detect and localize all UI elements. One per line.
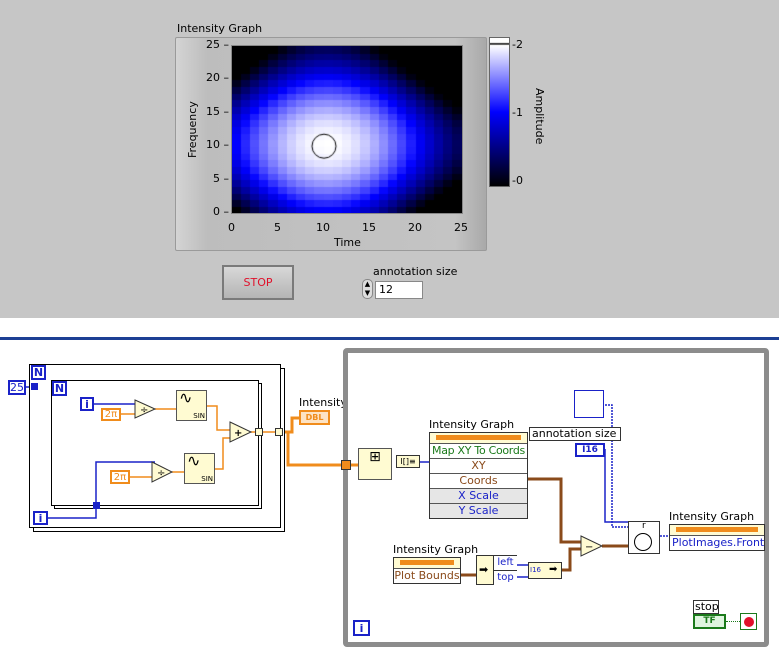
while-loop: [343, 348, 769, 647]
y-tick-label: 5 –: [213, 171, 229, 185]
sin-label: SIN: [193, 412, 205, 420]
while-iteration-terminal[interactable]: i: [353, 620, 370, 636]
arrow-icon: ➡: [479, 563, 489, 576]
intensity-indicator[interactable]: DBL: [299, 410, 330, 425]
to-i16-node[interactable]: I[]≡: [396, 455, 420, 468]
x-axis-label: Time: [334, 236, 361, 249]
loop-count-constant[interactable]: 25: [8, 380, 26, 395]
add-node: [229, 421, 253, 443]
iteration-terminal-outer[interactable]: i: [33, 511, 48, 525]
unbundle-by-name-node[interactable]: ➡ left top: [476, 555, 517, 585]
property-node-plot-images[interactable]: PlotImages.Front: [669, 524, 765, 551]
property-row[interactable]: X Scale: [430, 488, 527, 503]
subtract-node: [580, 535, 604, 557]
property-node-intensity-graph[interactable]: Map XY To Coords XY Coords X Scale Y Sca…: [429, 432, 528, 519]
arrow-icon: ➡: [549, 564, 558, 575]
property-node-plot-bounds[interactable]: Plot Bounds: [393, 557, 461, 584]
property-row[interactable]: Plot Bounds: [394, 568, 460, 582]
stop-terminal[interactable]: TF: [693, 614, 726, 629]
stop-terminal-label: stop: [693, 600, 719, 614]
build-array-node[interactable]: I16 ➡: [528, 562, 562, 579]
graph-label: Intensity Graph: [177, 22, 263, 35]
stop-button[interactable]: STOP: [222, 265, 294, 300]
y-tick-label: 15 –: [206, 104, 229, 118]
x-tick-label: 15: [362, 221, 376, 234]
divide-symbol: ÷: [157, 468, 165, 479]
plot-images-label: Intensity Graph: [669, 510, 755, 523]
unbundle-row: top: [493, 570, 517, 585]
y-tick-label: 0 –: [213, 205, 229, 218]
x-tick-label: 20: [408, 221, 422, 234]
y-tick-label: 20 –: [206, 71, 229, 85]
front-panel: Intensity Graph Frequency Time 25 –20 –1…: [0, 0, 779, 318]
boolean-wire: [726, 621, 740, 622]
add-symbol: +: [234, 428, 242, 439]
property-row[interactable]: XY: [430, 458, 527, 473]
property-row[interactable]: PlotImages.Front: [670, 535, 765, 549]
sine-wave-icon: ∿: [187, 451, 201, 470]
divide-symbol: ÷: [140, 405, 148, 416]
plot-bounds-label: Intensity Graph: [393, 543, 479, 556]
property-row[interactable]: Coords: [430, 473, 527, 488]
divide-node: [151, 461, 174, 483]
sine-node[interactable]: ∿SIN: [176, 388, 207, 421]
panel-separator: [0, 318, 779, 340]
circle-icon: [634, 533, 652, 551]
tunnel: [341, 460, 351, 470]
unbundle-row: left: [493, 556, 517, 570]
tunnel: [93, 502, 100, 509]
x-tick-label: 0: [228, 221, 235, 234]
sin-label: SIN: [201, 475, 213, 483]
sine-node[interactable]: ∿SIN: [184, 451, 215, 484]
increment-decrement-icon[interactable]: ▲▼: [362, 279, 373, 299]
annotation-size-input[interactable]: 12: [375, 281, 423, 299]
radius-label: r: [642, 521, 646, 531]
stop-if-true-icon: [744, 617, 754, 627]
colorbar-tick: -1: [512, 106, 523, 119]
iteration-terminal-inner[interactable]: i: [80, 397, 94, 411]
colorbar[interactable]: [489, 37, 510, 187]
y-tick-label: 25 –: [206, 38, 229, 51]
annotation-size-terminal[interactable]: I16: [575, 443, 605, 457]
intensity-indicator-label: Intensity: [299, 396, 347, 409]
loop-count-terminal[interactable]: N: [31, 365, 46, 380]
intensity-plot-area[interactable]: [231, 45, 463, 214]
subtract-symbol: −: [585, 542, 593, 553]
annotation-size-label: annotation size: [373, 265, 458, 278]
two-pi-constant[interactable]: 2π: [110, 470, 130, 484]
tunnel: [275, 428, 283, 436]
property-row[interactable]: Y Scale: [430, 503, 527, 518]
x-tick-label: 10: [316, 221, 330, 234]
loop-count-terminal-inner[interactable]: N: [52, 381, 67, 396]
two-pi-constant[interactable]: 2π: [101, 408, 121, 421]
x-tick-label: 5: [274, 221, 281, 234]
x-tick-label: 25: [454, 221, 468, 234]
annotation-size-terminal-label: annotation size: [529, 427, 621, 441]
divide-node: [134, 399, 157, 419]
property-row[interactable]: Map XY To Coords: [430, 443, 527, 458]
sine-wave-icon: ∿: [179, 388, 193, 407]
picture-constant[interactable]: [574, 390, 604, 418]
colorbar-tick: -2: [512, 38, 523, 51]
colorbar-tick: -0: [512, 174, 523, 187]
transpose-node[interactable]: ⊞: [358, 448, 392, 480]
property-node-label: Intensity Graph: [429, 418, 515, 431]
i16-label: I16: [530, 566, 541, 574]
y-tick-label: 10 –: [206, 138, 229, 152]
tunnel: [255, 428, 263, 436]
tunnel: [31, 383, 38, 390]
draw-circle-node[interactable]: r: [628, 521, 660, 554]
loop-condition[interactable]: [740, 613, 757, 630]
